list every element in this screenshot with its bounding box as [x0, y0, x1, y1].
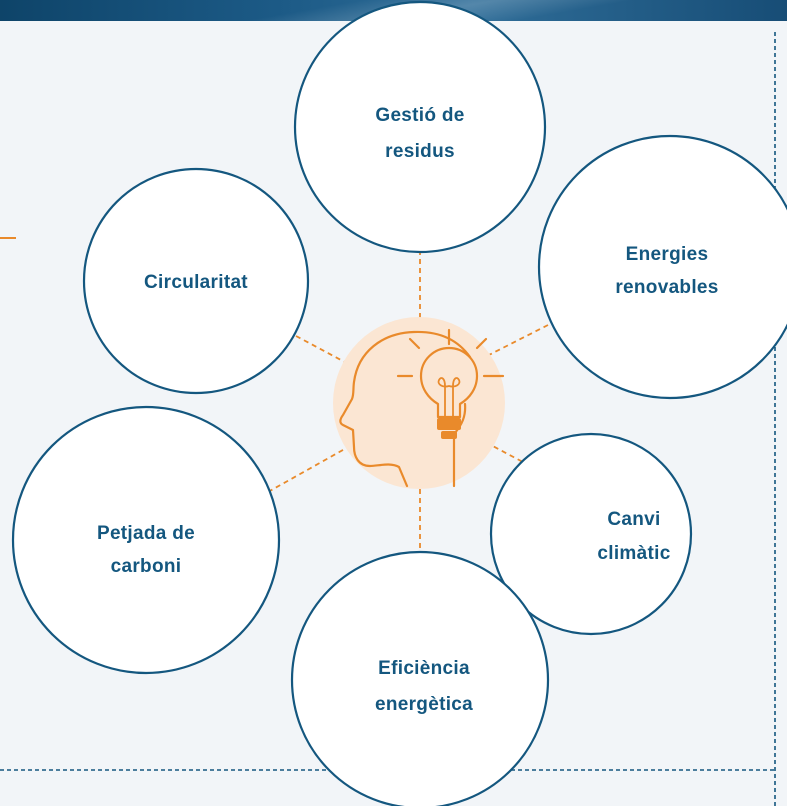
label-petjada-carboni-line2: carboni: [111, 556, 182, 577]
topic-circles: [11, 0, 787, 806]
label-eficiencia-line1: Eficiència: [378, 658, 470, 679]
circle-petjada-carboni: [11, 405, 281, 675]
label-petjada-carboni-line1: Petjada de: [97, 523, 195, 544]
label-gestio-residus-line1: Gestió de: [375, 105, 464, 126]
label-gestio-residus-line2: residus: [385, 141, 455, 162]
circle-eficiencia: [290, 550, 550, 806]
circle-energies-renovables: [537, 134, 787, 400]
label-circularitat: Circularitat: [144, 272, 248, 293]
label-canvi-climatic-line1: Canvi: [607, 509, 660, 530]
lightbulb-filament: [437, 377, 461, 418]
lightbulb-glass: [419, 346, 479, 419]
topic-labels: Gestió de residus Energies renovables Ca…: [97, 105, 718, 715]
lightbulb-cap: [441, 431, 457, 439]
ray-top-left: [408, 337, 421, 350]
label-eficiencia-line2: energètica: [375, 694, 473, 715]
circle-canvi-climatic: [489, 432, 693, 636]
label-energies-renovables-line1: Energies: [626, 244, 709, 265]
label-canvi-climatic-line2: climàtic: [597, 543, 670, 564]
label-energies-renovables-line2: renovables: [615, 277, 718, 298]
lightbulb-base: [437, 418, 461, 430]
circle-gestio-residus: [293, 0, 547, 254]
head-with-lightbulb-icon: [333, 317, 505, 489]
ray-top-right: [475, 337, 488, 350]
circle-circularitat: [82, 167, 310, 395]
icon-halo: [333, 317, 505, 489]
connector-petjada-carboni: [267, 445, 351, 493]
connector-energies-renovables: [482, 324, 549, 359]
